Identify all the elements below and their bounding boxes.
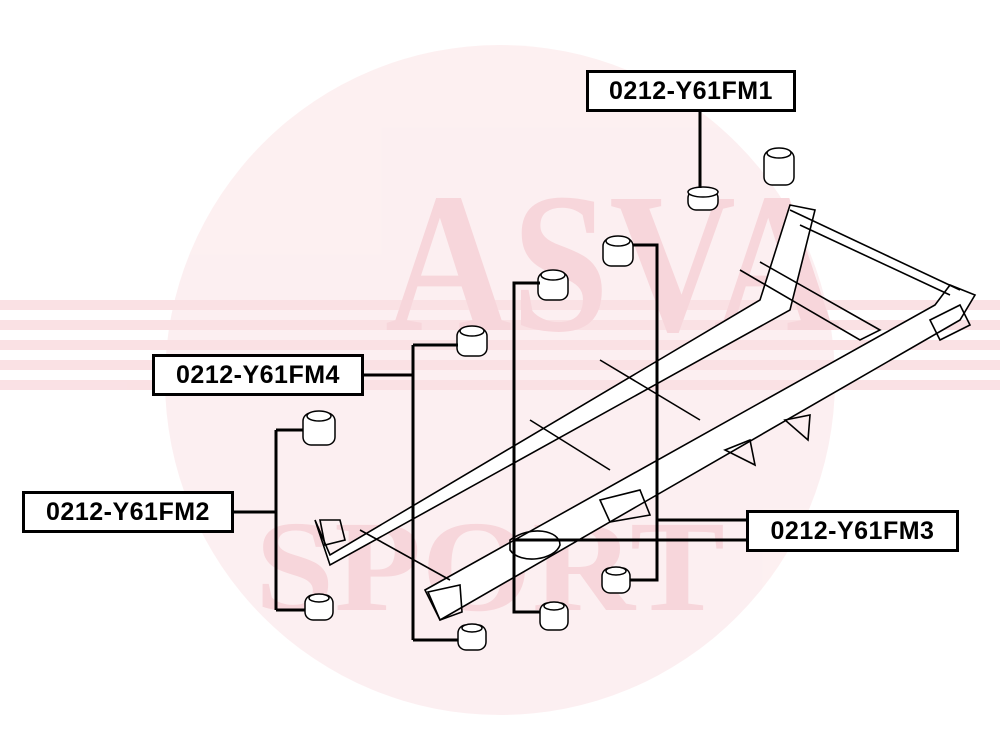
bushing-icon xyxy=(687,186,719,211)
bushing-icon xyxy=(304,593,334,621)
part-label-fm2: 0212-Y61FM2 xyxy=(22,491,234,533)
part-label-fm4: 0212-Y61FM4 xyxy=(152,354,364,396)
bushing-icon xyxy=(601,566,631,594)
part-label-fm1: 0212-Y61FM1 xyxy=(586,70,796,112)
bushing-icon xyxy=(537,269,569,301)
bushings xyxy=(302,147,795,651)
bushing-icon xyxy=(302,410,336,446)
watermark-logo: ASVA SPORT xyxy=(0,45,1000,715)
chassis-frame xyxy=(314,204,977,622)
bushing-icon xyxy=(457,623,487,651)
bushing-icon xyxy=(456,325,488,357)
part-label-fm3: 0212-Y61FM3 xyxy=(746,510,959,552)
bushing-icon xyxy=(763,147,795,186)
bushing-icon xyxy=(539,601,569,631)
leader-lines xyxy=(233,112,746,642)
bushing-icon xyxy=(602,235,634,267)
